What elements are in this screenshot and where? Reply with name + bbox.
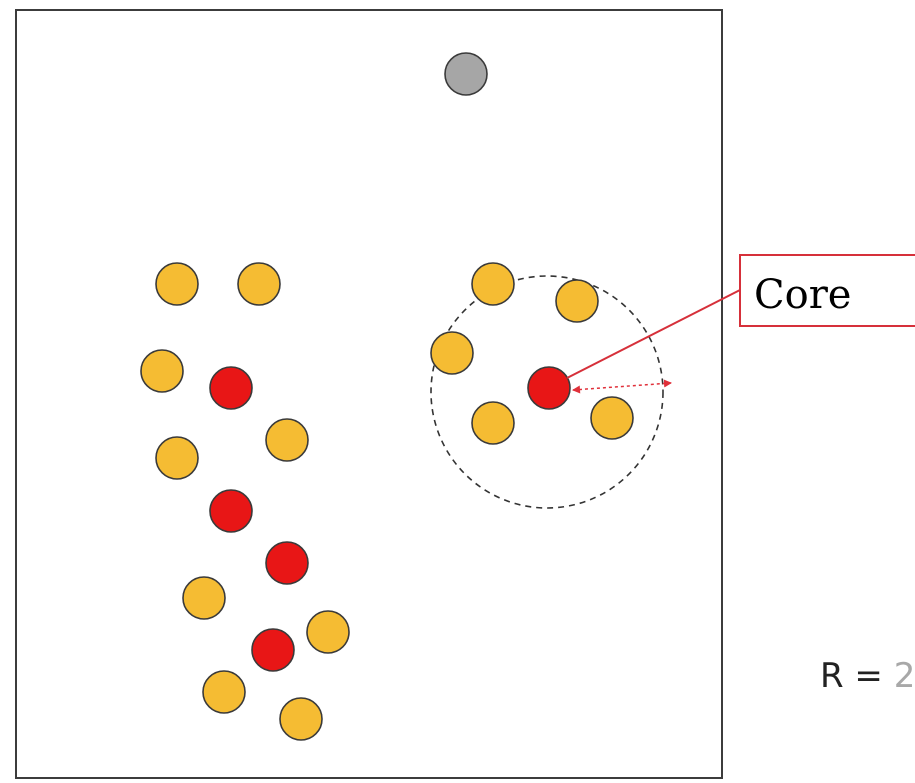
- callout-box: [739, 254, 915, 327]
- border-point: [306, 610, 350, 654]
- border-point: [155, 436, 199, 480]
- core-point: [265, 541, 309, 585]
- radius-arrow: [572, 379, 672, 394]
- border-point: [202, 670, 246, 714]
- border-point: [555, 279, 599, 323]
- border-point: [430, 331, 474, 375]
- border-point: [140, 349, 184, 393]
- border-point: [471, 262, 515, 306]
- callout-label: Core: [754, 272, 851, 318]
- border-point: [590, 396, 634, 440]
- core-point: [209, 366, 253, 410]
- core-point: [251, 628, 295, 672]
- plot-frame: [15, 9, 723, 779]
- points-layer: [140, 52, 634, 741]
- radius-label-value: 2: [894, 656, 915, 696]
- border-point: [155, 262, 199, 306]
- border-point: [237, 262, 281, 306]
- radius-label: R = 2: [820, 656, 915, 696]
- core-point: [209, 489, 253, 533]
- border-point: [182, 576, 226, 620]
- core-point: [527, 366, 571, 410]
- border-point: [279, 697, 323, 741]
- noise-point: [444, 52, 488, 96]
- radius-label-prefix: R =: [820, 656, 894, 696]
- callout-line: [566, 289, 741, 379]
- border-point: [265, 418, 309, 462]
- border-point: [471, 401, 515, 445]
